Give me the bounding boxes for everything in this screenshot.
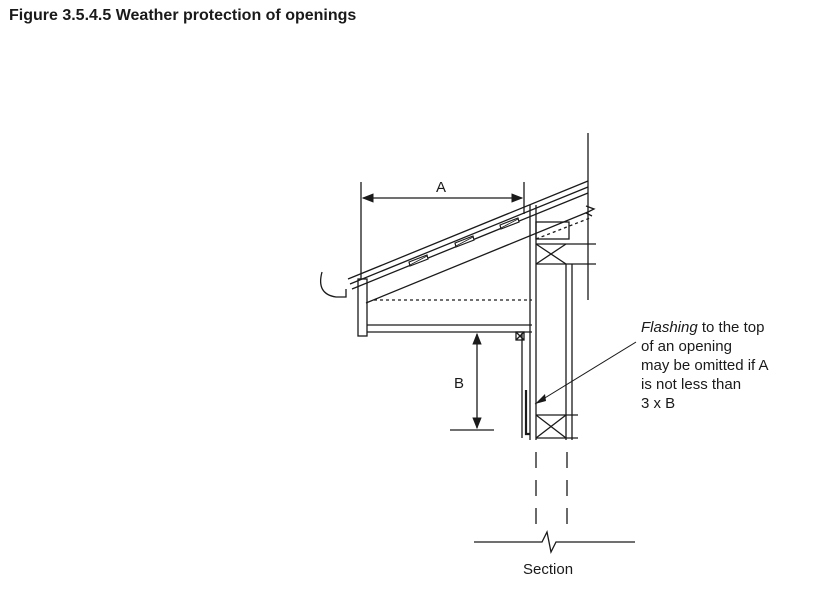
note-line-3: may be omitted if A xyxy=(641,357,769,374)
section-break xyxy=(474,530,635,554)
gutter xyxy=(319,271,347,298)
figure-title: Figure 3.5.4.5 Weather protection of ope… xyxy=(9,7,357,24)
note-line-1: to the top xyxy=(697,319,765,336)
note-italic-term: Flashing xyxy=(641,319,698,336)
note-line-5: 3 x B xyxy=(641,395,676,412)
note-line-2: of an opening xyxy=(641,338,732,355)
rafter-underside-line xyxy=(365,211,589,304)
roof-second-line xyxy=(349,186,589,285)
flashing-leader xyxy=(534,341,637,405)
dimension-label-a: A xyxy=(436,179,446,196)
wall-plate xyxy=(535,221,570,240)
note-line-4: is not less than xyxy=(641,376,742,393)
soffit-fixing xyxy=(515,331,525,341)
fascia xyxy=(357,278,368,337)
roof-top-line xyxy=(347,180,589,280)
roof-break xyxy=(584,205,596,217)
flashing-note: Flashing to the top of an opening may be… xyxy=(641,318,811,413)
dimension-label-b: B xyxy=(454,375,464,392)
ceiling-joist-dash xyxy=(535,217,591,240)
section-label: Section xyxy=(523,561,573,578)
flashing xyxy=(524,390,530,436)
